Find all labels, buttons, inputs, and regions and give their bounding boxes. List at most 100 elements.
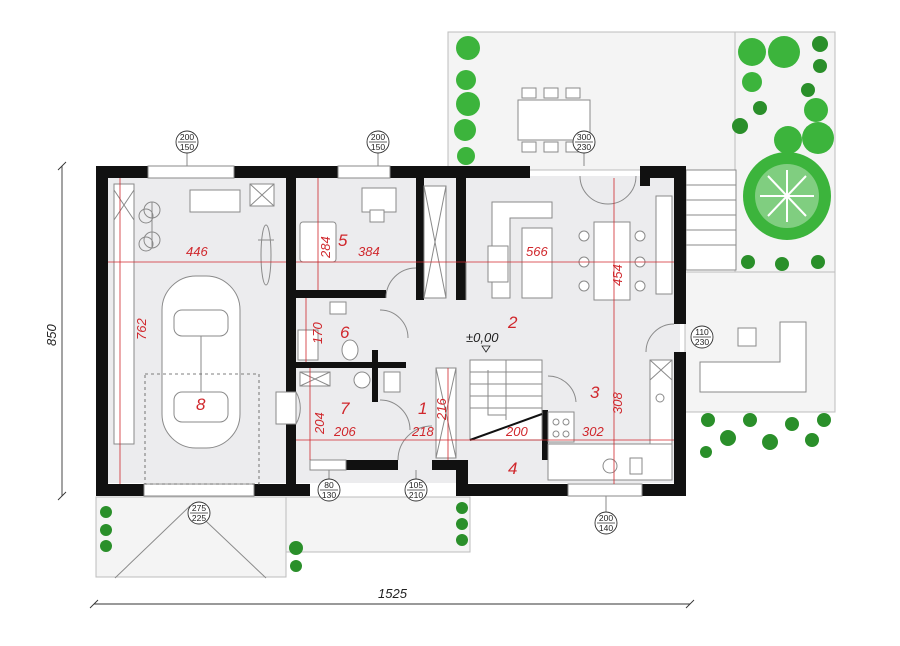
svg-text:150: 150 <box>180 142 194 152</box>
entrance-porch <box>285 496 471 553</box>
dim-living-depth: 454 <box>610 264 625 286</box>
room7-door-swing <box>379 399 411 431</box>
tap-unit <box>629 457 643 475</box>
kitchen-door-swing <box>547 375 577 403</box>
dim-hall-width: 218 <box>411 424 434 439</box>
dim-room7-width: 206 <box>333 424 356 439</box>
shrub-icons <box>100 36 831 572</box>
utility-unit <box>383 371 401 393</box>
overall-depth-label: 850 <box>44 324 59 346</box>
svg-text:130: 130 <box>322 490 336 500</box>
opening-bubble-garage-window: 200 150 <box>175 130 199 166</box>
desk-chair <box>369 209 385 223</box>
workbench <box>189 189 241 213</box>
garden-table <box>737 327 757 347</box>
svg-text:300: 300 <box>577 132 591 142</box>
wardrobe-cross <box>423 185 447 299</box>
svg-text:110: 110 <box>695 327 709 337</box>
boiler-cross <box>299 371 331 387</box>
opening-bubble-room7-window: 80 130 <box>317 470 341 502</box>
windows <box>143 165 643 497</box>
opening-bubble-room5-window: 200 150 <box>366 130 390 166</box>
svg-text:210: 210 <box>409 490 423 500</box>
boiler-icon <box>353 371 371 389</box>
sofa-seat <box>521 227 553 299</box>
opening-bubble-kitchen-window: 200 140 <box>594 496 618 535</box>
svg-text:225: 225 <box>192 513 206 523</box>
entrance-door-swing <box>397 425 433 461</box>
dim-room5-depth: 284 <box>318 236 333 259</box>
svg-text:230: 230 <box>695 337 709 347</box>
dim-garage-width: 446 <box>186 244 208 259</box>
garden-sofa <box>699 321 807 393</box>
hall-wardrobe-cross <box>435 367 457 459</box>
opening-bubble-terrace-door: 300 230 <box>572 130 596 166</box>
opening-bubble-entrance-door: 105 210 <box>404 470 428 502</box>
opening-bubble-side-door: 110 230 <box>690 325 714 349</box>
level-mark-triangle <box>481 345 491 353</box>
dim-room6-depth: 170 <box>310 322 325 344</box>
opening-bubble-garage-door: 275 225 <box>187 501 211 525</box>
oven-icon <box>655 393 665 403</box>
svg-text:150: 150 <box>371 142 385 152</box>
garage-door-swing <box>295 391 301 425</box>
washbasin <box>329 301 347 315</box>
overall-width-dimension <box>89 599 695 609</box>
dimension-lines <box>108 178 674 484</box>
toilet <box>341 339 359 361</box>
car-icon <box>161 275 241 449</box>
room5-door-swing <box>385 267 417 299</box>
room-number-8: 8 <box>196 395 206 414</box>
desk <box>361 187 397 213</box>
dim-hall-depth: 216 <box>434 398 449 421</box>
room-number-7: 7 <box>340 399 350 418</box>
parking-space <box>144 373 260 485</box>
dim-kitchen-depth: 308 <box>610 392 625 414</box>
svg-text:200: 200 <box>371 132 385 142</box>
overall-width-label: 1525 <box>378 586 408 601</box>
dining-table <box>593 221 631 301</box>
dim-garage-depth: 762 <box>134 318 149 340</box>
room-number-5: 5 <box>338 231 348 250</box>
room-number-6: 6 <box>340 323 350 342</box>
motorcycle-icon <box>258 224 274 286</box>
terrace-door-left-swing <box>579 175 609 205</box>
room6-door-swing <box>379 309 409 339</box>
svg-text:105: 105 <box>409 480 423 490</box>
stove <box>547 411 575 443</box>
dim-living-width: 566 <box>526 244 548 259</box>
dim-kitchen-width: 302 <box>582 424 604 439</box>
dim-room7-depth: 204 <box>312 412 327 435</box>
shower <box>297 329 319 361</box>
coffee-table <box>487 245 509 283</box>
garage-inner-door <box>275 391 297 425</box>
room-number-2: 2 <box>507 313 518 332</box>
tall-unit-cross <box>649 359 673 381</box>
svg-text:275: 275 <box>192 503 206 513</box>
bicycle-icon <box>138 201 161 252</box>
sideboard <box>655 195 673 295</box>
level-mark: ±0,00 <box>466 330 499 345</box>
sink <box>602 458 618 474</box>
garden-steps <box>685 169 737 271</box>
garage-cabinet-cross <box>249 183 275 207</box>
terrace-door-right-swing <box>607 175 637 205</box>
dim-pantry-width: 200 <box>505 424 528 439</box>
svg-text:140: 140 <box>599 523 613 533</box>
staircase <box>469 359 543 441</box>
svg-text:80: 80 <box>324 480 334 490</box>
svg-text:200: 200 <box>180 132 194 142</box>
svg-text:230: 230 <box>577 142 591 152</box>
room-number-4: 4 <box>508 459 517 478</box>
room-number-1: 1 <box>418 399 427 418</box>
dim-room5-width: 384 <box>358 244 380 259</box>
overall-depth-dimension <box>57 161 67 501</box>
walls <box>96 166 686 496</box>
room-number-3: 3 <box>590 383 600 402</box>
garage-shelf-cross <box>113 189 135 221</box>
tree-icons <box>454 36 834 240</box>
garage-shelf <box>113 183 135 445</box>
side-door-swing <box>645 323 675 353</box>
